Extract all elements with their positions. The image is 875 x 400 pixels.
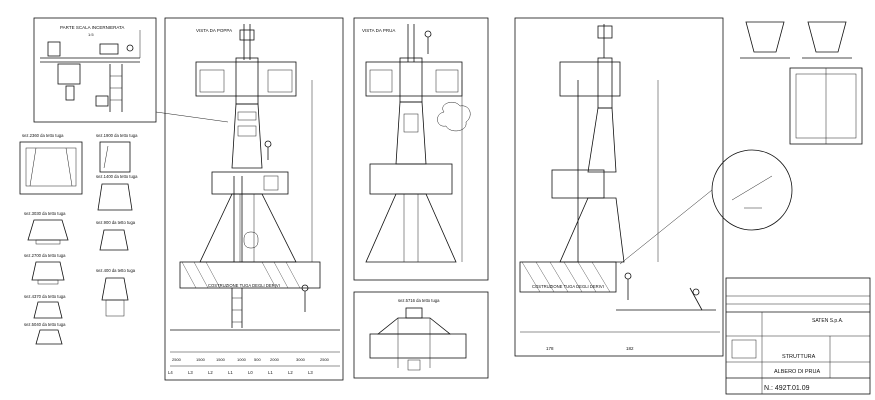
subject-label: STRUTTURA [782,354,816,360]
dim-label-8: 2500 [320,357,330,362]
stern-view: VISTA DA POPPA COSTRUZIONE TUGA DEG [164,17,344,381]
company-name: SATEN S.p.A. [812,318,843,324]
frame-label-3: L2 [208,370,213,375]
dim-label-1: 2500 [172,357,182,362]
frame-label-8: L3 [308,370,313,375]
section-label-1: sez.2360 da tetto tuga [22,133,64,138]
stern-deckhouse-note: COSTRUZIONE TUGA DEGLI DERIVI [208,283,280,288]
profile-view: COSTRUZIONE TUGA DEGLI DERIVI 178 182 [514,17,793,357]
profile-deckhouse-note: COSTRUZIONE TUGA DEGLI DERIVI [532,284,604,289]
title-block: SATEN S.p.A. STRUTTURA ALBERO DI PRUA N.… [725,277,871,395]
section-label-6: sez.900 da tetto tuga [96,220,136,225]
frame-label-7: L2 [288,370,293,375]
side-section-title: sez.5716 da tetto tuga [398,298,440,303]
frame-label-5: L0 [248,370,253,375]
section-label-9: sez.5040 da tetto tuga [24,322,66,327]
dim-label-5: 500 [254,357,261,362]
section-label-8: sez.400 da tetto tuga [96,268,136,273]
frame-label-6: L1 [268,370,273,375]
frame-label-4: L1 [228,370,233,375]
dim-label-4: 1000 [237,357,247,362]
bow-view-title: VISTA DA PRUA [362,28,395,33]
stern-view-title: VISTA DA POPPA [196,28,232,33]
drawing-title: ALBERO DI PRUA [774,369,820,375]
section-label-7: sez.4370 da tetto tuga [24,294,66,299]
side-section-view: sez.5716 da tetto tuga [353,291,489,379]
section-label-5: sez.2700 da tetto tuga [24,253,66,258]
top-right-sketches [740,21,863,145]
dim-label-7: 3000 [296,357,306,362]
dim-label-3: 1500 [216,357,226,362]
drawing-number: N.: 492T.01.09 [764,385,810,392]
dim-label-2: 1500 [196,357,206,362]
profile-number-1: 178 [546,346,554,351]
dim-label-6: 2000 [270,357,280,362]
frame-label-2: L3 [188,370,193,375]
profile-number-2: 182 [626,346,634,351]
detail-view-ladder-hinge: PARTE SCALA INCERNIERATA 1:5 [33,17,157,123]
bow-view: VISTA DA PRUA [353,17,489,281]
detail-scale: 1:5 [88,32,94,37]
section-sketches: sez.2360 da tetto tuga sez.1900 da tetto… [19,133,138,345]
section-label-2: sez.1900 da tetto tuga [96,133,138,138]
detail-title: PARTE SCALA INCERNIERATA [60,25,124,30]
frame-label-1: L4 [168,370,173,375]
section-label-4: sez.1400 da tetto tuga [96,174,138,179]
section-label-3: sez.3030 da tetto tuga [24,211,66,216]
